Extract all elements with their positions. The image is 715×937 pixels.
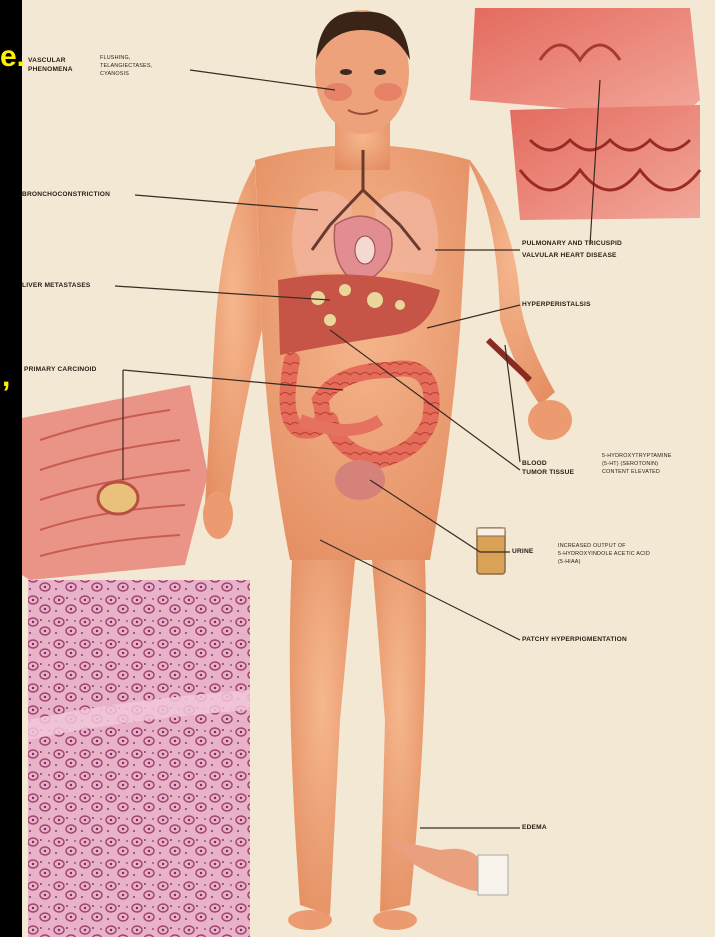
- urine-beaker: [477, 528, 505, 574]
- label-hyperperistalsis: HYPERPERISTALSIS: [522, 301, 591, 309]
- label-edema: EDEMA: [522, 824, 547, 832]
- label-serotonin-2: (5-HT) (SEROTONIN): [602, 461, 658, 468]
- label-pulmonary-2: VALVULAR HEART DISEASE: [522, 252, 617, 260]
- slide-left-margin: [0, 0, 22, 937]
- label-serotonin-3: CONTENT ELEVATED: [602, 469, 660, 476]
- label-serotonin-1: 5-HYDROXYTRYPTAMINE: [602, 453, 672, 460]
- label-telangiectases: TELANGIECTASES,: [100, 63, 152, 70]
- label-liver-metastases: LIVER METASTASES: [22, 282, 91, 290]
- label-blood: BLOOD: [522, 460, 547, 468]
- label-vascular: VASCULAR: [28, 57, 66, 65]
- histology-micrograph: [28, 580, 250, 937]
- label-patchy-hyperpigmentation: PATCHY HYPERPIGMENTATION: [522, 636, 627, 644]
- slide-text-fragment-mid: ,: [2, 360, 10, 394]
- slide-text-fragment-top: e.: [0, 40, 25, 74]
- label-urine: URINE: [512, 548, 534, 556]
- label-bronchoconstriction: BRONCHOCONSTRICTION: [22, 191, 110, 199]
- label-phenomena: PHENOMENA: [28, 66, 73, 74]
- label-tumor-tissue: TUMOR TISSUE: [522, 469, 574, 477]
- label-cyanosis: CYANOSIS: [100, 71, 129, 78]
- heart-valve-inset: [470, 8, 700, 220]
- label-primary-carcinoid: PRIMARY CARCINOID: [24, 366, 97, 374]
- label-urine-1: INCREASED OUTPUT OF: [558, 543, 626, 550]
- label-pulmonary-1: PULMONARY AND TRICUSPID: [522, 240, 622, 248]
- label-urine-3: (5-HIAA): [558, 559, 581, 566]
- label-flushing: FLUSHING,: [100, 55, 131, 62]
- label-urine-2: 5-HYDROXYINDOLE ACETIC ACID: [558, 551, 650, 558]
- carcinoid-tissue-inset: [22, 385, 208, 580]
